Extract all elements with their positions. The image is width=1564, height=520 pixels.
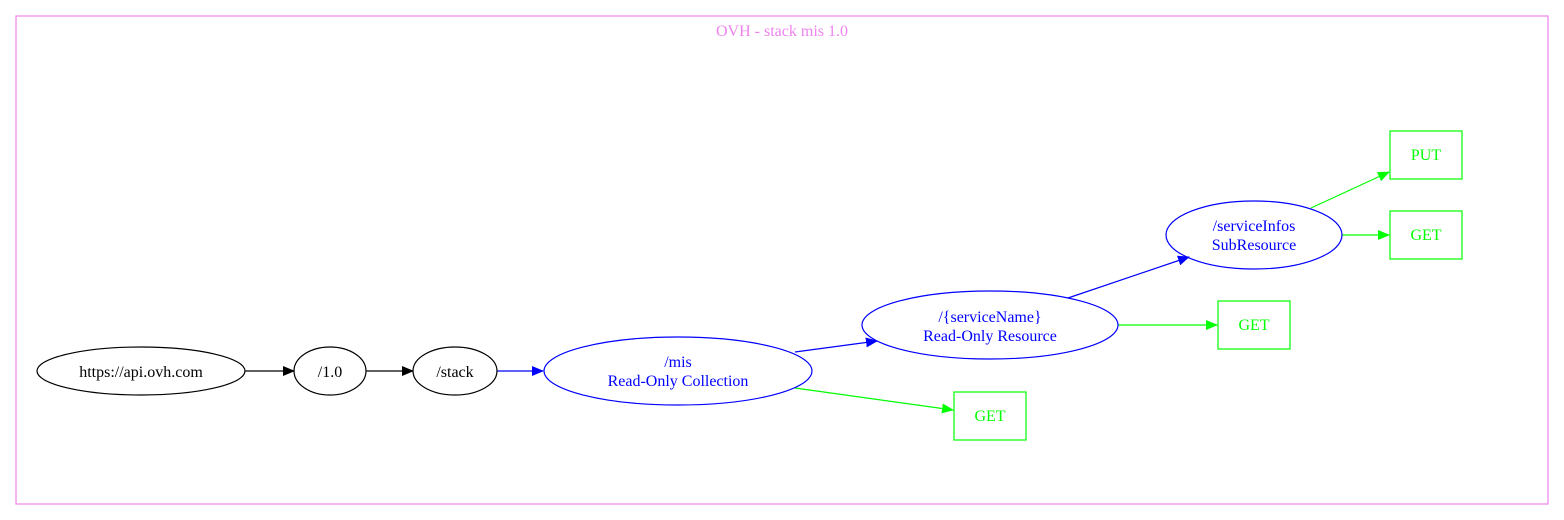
node-stack: /stack	[412, 346, 498, 396]
edge-mis-to-get	[794, 387, 954, 414]
method-service-infos-get-label: GET	[1410, 227, 1441, 244]
method-mis-get-label: GET	[974, 408, 1005, 425]
edge-service-infos-to-put	[1310, 171, 1390, 209]
method-service-name-get: GET	[1217, 300, 1291, 350]
node-version: /1.0	[293, 346, 367, 396]
node-version-label: /1.0	[318, 364, 342, 381]
node-service-infos-type: SubResource	[1212, 237, 1296, 254]
node-mis-path: /mis	[664, 354, 692, 371]
node-root-label: https://api.ovh.com	[79, 364, 203, 381]
node-mis: /mis Read-Only Collection	[543, 336, 813, 406]
cluster-title: OVH - stack mis 1.0	[716, 23, 848, 40]
node-mis-type: Read-Only Collection	[608, 373, 749, 390]
edge-mis-to-service-name	[794, 337, 878, 353]
node-service-infos-path: /serviceInfos	[1213, 218, 1296, 235]
node-service-infos: /serviceInfos SubResource	[1165, 200, 1343, 270]
method-mis-get: GET	[953, 391, 1027, 441]
method-service-infos-get: GET	[1389, 210, 1463, 260]
node-service-name-path: /{serviceName}	[938, 309, 1041, 326]
node-stack-label: /stack	[436, 364, 473, 381]
method-service-name-get-label: GET	[1238, 317, 1269, 334]
method-service-infos-put-label: PUT	[1411, 147, 1441, 164]
node-service-name-type: Read-Only Resource	[923, 328, 1057, 345]
cluster-frame	[15, 15, 1549, 505]
node-root: https://api.ovh.com	[36, 346, 246, 396]
edge-service-name-to-service-infos	[1067, 255, 1190, 299]
method-service-infos-put: PUT	[1389, 130, 1463, 180]
node-service-name: /{serviceName} Read-Only Resource	[861, 290, 1119, 360]
